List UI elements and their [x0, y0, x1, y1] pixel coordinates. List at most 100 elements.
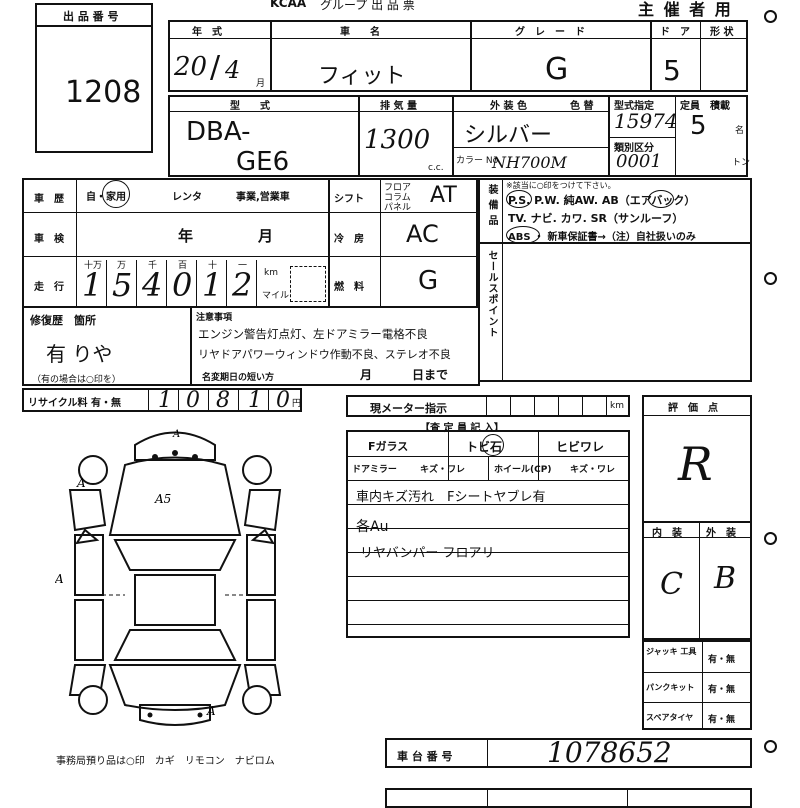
mileage-digit: 5: [112, 266, 133, 304]
recycle-label: リサイクル料 有・無: [28, 398, 121, 409]
mileage-label: 走 行: [34, 282, 64, 293]
mirror-label: ドアミラー: [352, 465, 397, 475]
recycle-digit: 1: [158, 388, 172, 413]
shift-floor[interactable]: フロア: [384, 183, 412, 193]
glass-crack: ヒビワレ: [556, 440, 605, 454]
repair-label: 修復歴 箇所: [30, 314, 96, 327]
color-change-label: 色 替: [570, 101, 594, 112]
mark-rear: A: [206, 704, 216, 718]
mileage-digit: 2: [232, 266, 253, 304]
mark-left-front: A: [76, 476, 86, 490]
tons-unit: トン: [732, 158, 751, 168]
main-info-left: 車 歴 自・家用 レンタ 事業,営業車 車 検 年 月 走 行 十万 万 千 百…: [22, 178, 330, 308]
persons-unit: 名: [735, 126, 745, 136]
shift-label: シフト: [334, 194, 364, 205]
mileage-mile-unit: マイル: [262, 291, 290, 301]
type-spec-value: 15974: [614, 109, 678, 133]
grade-value: G: [545, 52, 569, 87]
lot-number-label: 出 品 番 号: [63, 10, 119, 23]
recycle-fee-box: リサイクル料 有・無 1 0 8 1 0 円: [22, 388, 302, 413]
inspection-label: 車 検: [34, 234, 64, 245]
model-label: 型 式: [230, 101, 270, 112]
type-spec-label: 型式指定: [614, 101, 654, 112]
recycle-digit: 8: [216, 388, 230, 413]
sales-point-box: セールスポイント: [478, 242, 752, 382]
cc-unit: c.c.: [428, 163, 444, 173]
load-label: 積載: [710, 101, 730, 112]
notes-line-1: エンジン警告灯点灯、左ドアミラー電格不良: [198, 327, 428, 341]
jack-tools-value[interactable]: 有・無: [708, 655, 736, 665]
vehicle-row-1: 年 式 車 名 グ レ ー ド ド ア 形 状 20 / 4 月 フィット G …: [168, 20, 748, 92]
car-name-value: フィット: [318, 64, 406, 89]
notes-line-2: リヤドアパワーウィンドウ作動不良、ステレオ不良: [198, 348, 451, 361]
deadline-label: 名変期日の短い方: [202, 373, 275, 383]
equipment-line-2: TV. ナビ. カワ. SR（サンルーフ）: [508, 212, 684, 225]
deadline-month: 月: [360, 368, 373, 382]
spare-tire-value[interactable]: 有・無: [708, 715, 736, 725]
bottom-row: [385, 788, 752, 808]
exterior-color-label: 外 装 色: [490, 101, 527, 112]
class-no-value: 0001: [616, 151, 662, 172]
ac-label: 冷 房: [334, 234, 364, 245]
brand-logo: KCAA: [270, 0, 307, 10]
chassis-number: 1078652: [547, 736, 672, 769]
meter-box: 現メーター指示 km: [346, 395, 630, 417]
fuel-value: G: [418, 266, 439, 296]
binder-hole: [764, 740, 777, 753]
header-strip: KCAA グループ 出 品 票: [220, 0, 550, 12]
inspection-year-unit: 年: [178, 227, 194, 245]
mileage-digit: 4: [142, 266, 163, 304]
inspection-month-unit: 月: [258, 227, 274, 245]
class-no-label: 類別区分: [614, 143, 654, 154]
office-note: 事務局預り品は○印 カギ リモコン ナビロム: [56, 756, 275, 767]
meter-unit: km: [610, 401, 624, 411]
evaluation-label: 評 価 点: [668, 403, 718, 414]
exterior-grade: B: [714, 561, 737, 596]
mileage-digit: 0: [172, 266, 193, 304]
interior-label: 内 装: [652, 528, 682, 539]
organizer-label: 主 催 者 用: [638, 0, 733, 19]
binder-hole: [764, 272, 777, 285]
month-value: 4: [225, 56, 241, 84]
history-commercial[interactable]: 事業,営業車: [236, 192, 290, 203]
car-name-label: 車 名: [340, 27, 380, 38]
door-label: ド ア: [660, 27, 690, 38]
mileage-unit-checkbox[interactable]: [290, 266, 326, 302]
vehicle-row-2: 型 式 排 気 量 外 装 色 色 替 型式指定 定員 積載 類別区分 カラー …: [168, 95, 751, 177]
history-label: 車 歴: [34, 194, 64, 205]
mark-hood: A5: [154, 492, 171, 506]
inspector-note: リヤバンパー フロアリ: [360, 546, 495, 561]
shift-panel[interactable]: パネル: [384, 203, 412, 213]
doors-value: 5: [663, 54, 681, 87]
notes-box: 注意事項 エンジン警告灯点灯、左ドアミラー電格不良 リヤドアパワーウィンドウ作動…: [190, 306, 480, 386]
shift-column[interactable]: コラム: [384, 193, 411, 203]
binder-hole: [764, 532, 777, 545]
inspector-label: 【査 定 員 記 入】: [420, 423, 504, 434]
lot-number-box: 出 品 番 号 1208: [35, 3, 153, 153]
equipment-line-3: ABS ・ 新車保証書→（注）自社扱いのみ: [508, 232, 696, 243]
model-line-1: DBA-: [186, 117, 251, 147]
mark-front: A: [172, 429, 180, 440]
puncture-kit-value[interactable]: 有・無: [708, 685, 736, 695]
history-rental[interactable]: レンタ: [172, 192, 202, 203]
repair-value: 有 りや: [46, 342, 113, 366]
puncture-kit-label: パンクキット: [646, 683, 695, 692]
inspector-box: Fガラス トビ石 ヒビワレ ドアミラー キズ・ワレ ホイール(CP) キズ・ワレ…: [346, 430, 630, 638]
color-code-value: NH700M: [492, 153, 567, 172]
capacity-label: 定員: [680, 101, 700, 112]
car-diagram: A A5 A A A: [55, 429, 282, 726]
grade-label: グ レ ー ド: [515, 27, 585, 38]
recycle-digit: 0: [186, 388, 200, 413]
meter-label: 現メーター指示: [370, 402, 447, 415]
equipment-label: 装 備 品: [486, 184, 497, 226]
inspector-note: 車内キズ汚れ Fシートヤブレ有: [356, 490, 546, 505]
notes-label: 注意事項: [196, 313, 233, 323]
model-line-2: GE6: [236, 147, 290, 177]
mileage-digit: 1: [82, 266, 103, 304]
repair-footnote: （有の場合は○印を）: [32, 375, 121, 385]
body-shape-label: 形 状: [710, 27, 734, 38]
capacity-value: 5: [690, 111, 707, 141]
mark-left-side: A: [55, 572, 64, 586]
wheel-label: ホイール(CP): [494, 465, 552, 475]
